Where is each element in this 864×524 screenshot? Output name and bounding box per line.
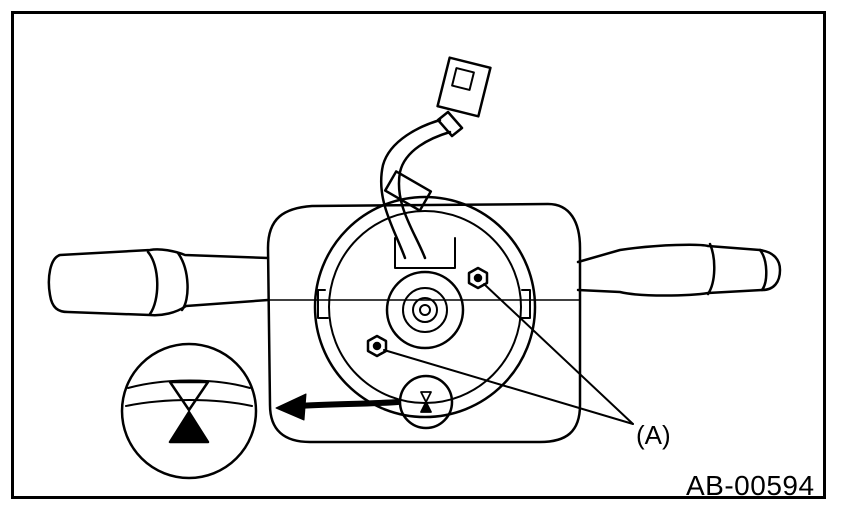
left-lever [47,248,270,317]
callout-label-a: (A) [636,420,671,450]
right-lever [576,242,782,297]
switch-body [266,202,582,444]
screw-lower [366,334,388,358]
rotary-disc [313,195,537,419]
wire-harness [379,56,492,260]
callout-leaders [383,283,634,425]
magnified-detail [120,342,258,480]
center-hub [385,270,465,350]
screw-upper [467,266,489,290]
detail-arrow [275,393,401,421]
figure-id: AB-00594 [686,470,815,501]
figure-frame [11,11,826,499]
